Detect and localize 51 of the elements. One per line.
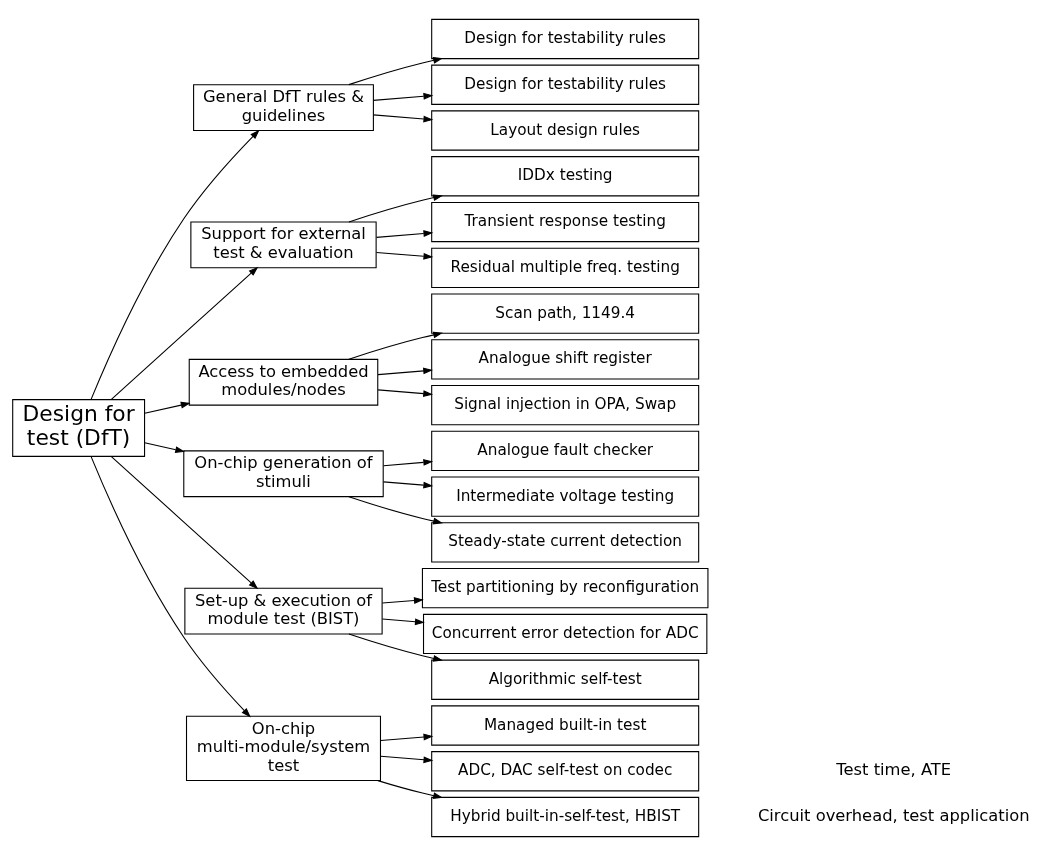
- arrow: [380, 755, 434, 764]
- node-box: Design for testability rules: [431, 64, 700, 105]
- label: Test time, ATE: [836, 760, 952, 780]
- arrow: [381, 597, 424, 604]
- node-box: Set-up & execution of module test (BIST): [184, 587, 383, 635]
- arrow: [348, 331, 443, 360]
- node-box: Test partitioning by reconfiguration: [421, 568, 709, 609]
- node-box: Scan path, 1149.4: [431, 293, 700, 334]
- node-box: Support for external test & evaluation: [190, 221, 377, 269]
- arrow: [382, 481, 434, 489]
- node-box: Algorithmic self-test: [431, 659, 700, 700]
- arrow: [372, 114, 434, 123]
- node-box: General DfT rules & guidelines: [193, 84, 374, 132]
- node-box: Access to embedded modules/nodes: [188, 358, 379, 406]
- arrow: [348, 194, 443, 223]
- arrow: [110, 266, 259, 400]
- node-box: Analogue fault checker: [431, 430, 700, 472]
- node-box: Steady-state current detection: [431, 522, 700, 563]
- arrow: [381, 618, 425, 626]
- arrow: [377, 389, 434, 397]
- node-box: On-chip multi-module/system test: [185, 715, 382, 782]
- arrow: [144, 401, 191, 414]
- arrow: [348, 633, 443, 662]
- node-box: Design for test (DfT): [12, 399, 146, 457]
- node-box: Signal injection in OPA, Swap: [431, 384, 700, 426]
- node-box: On-chip generation of stimuli: [183, 450, 384, 498]
- node-box: Layout design rules: [431, 110, 700, 151]
- arrow: [375, 251, 434, 260]
- node-box: Concurrent error detection for ADC: [422, 613, 708, 655]
- arrow: [90, 455, 251, 718]
- arrow: [382, 458, 434, 467]
- node-box: Transient response testing: [431, 201, 700, 243]
- arrow: [90, 129, 260, 401]
- arrow: [110, 456, 259, 590]
- arrow: [348, 57, 443, 86]
- arrow: [375, 230, 434, 238]
- arrow: [377, 367, 434, 376]
- arrow: [348, 496, 443, 525]
- arrow: [377, 780, 443, 799]
- arrow: [380, 733, 434, 742]
- node-box: Design for testability rules: [431, 18, 700, 60]
- node-box: Analogue shift register: [431, 339, 700, 380]
- label: Circuit overhead, test application: [757, 805, 1030, 825]
- node-box: ADC, DAC self-test on codec: [431, 751, 700, 792]
- arrow: [144, 442, 186, 453]
- node-box: Managed built-in test: [431, 705, 700, 746]
- arrow: [372, 92, 434, 101]
- node-box: Hybrid built-in-self-test, HBIST: [431, 796, 700, 838]
- node-box: IDDx testing: [431, 156, 700, 197]
- node-box: Intermediate voltage testing: [431, 476, 700, 517]
- node-box: Residual multiple freq. testing: [431, 247, 700, 288]
